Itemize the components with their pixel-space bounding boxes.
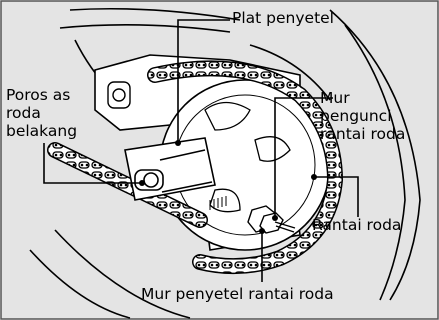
label-mur-pengunci-line-2: pengunci: [320, 107, 405, 125]
label-mur-pengunci-line-3: rantai roda: [320, 125, 405, 143]
label-mur-penyetel-rantai-roda: Mur penyetel rantai roda: [141, 285, 334, 303]
label-rantai-roda: Rantai roda: [312, 216, 401, 234]
upper-bolt: [108, 82, 130, 108]
label-mur-pengunci-line-1: Mur: [320, 89, 405, 107]
label-mur-pengunci-rantai-roda: Mur pengunci rantai roda: [320, 89, 405, 143]
label-poros-as-line-3: belakang: [6, 122, 77, 140]
label-plat-penyetel: Plat penyetel: [232, 9, 334, 27]
label-poros-as-line-2: roda: [6, 104, 77, 122]
label-poros-as-line-1: Poros as: [6, 86, 77, 104]
label-poros-as-roda-belakang: Poros as roda belakang: [6, 86, 77, 140]
